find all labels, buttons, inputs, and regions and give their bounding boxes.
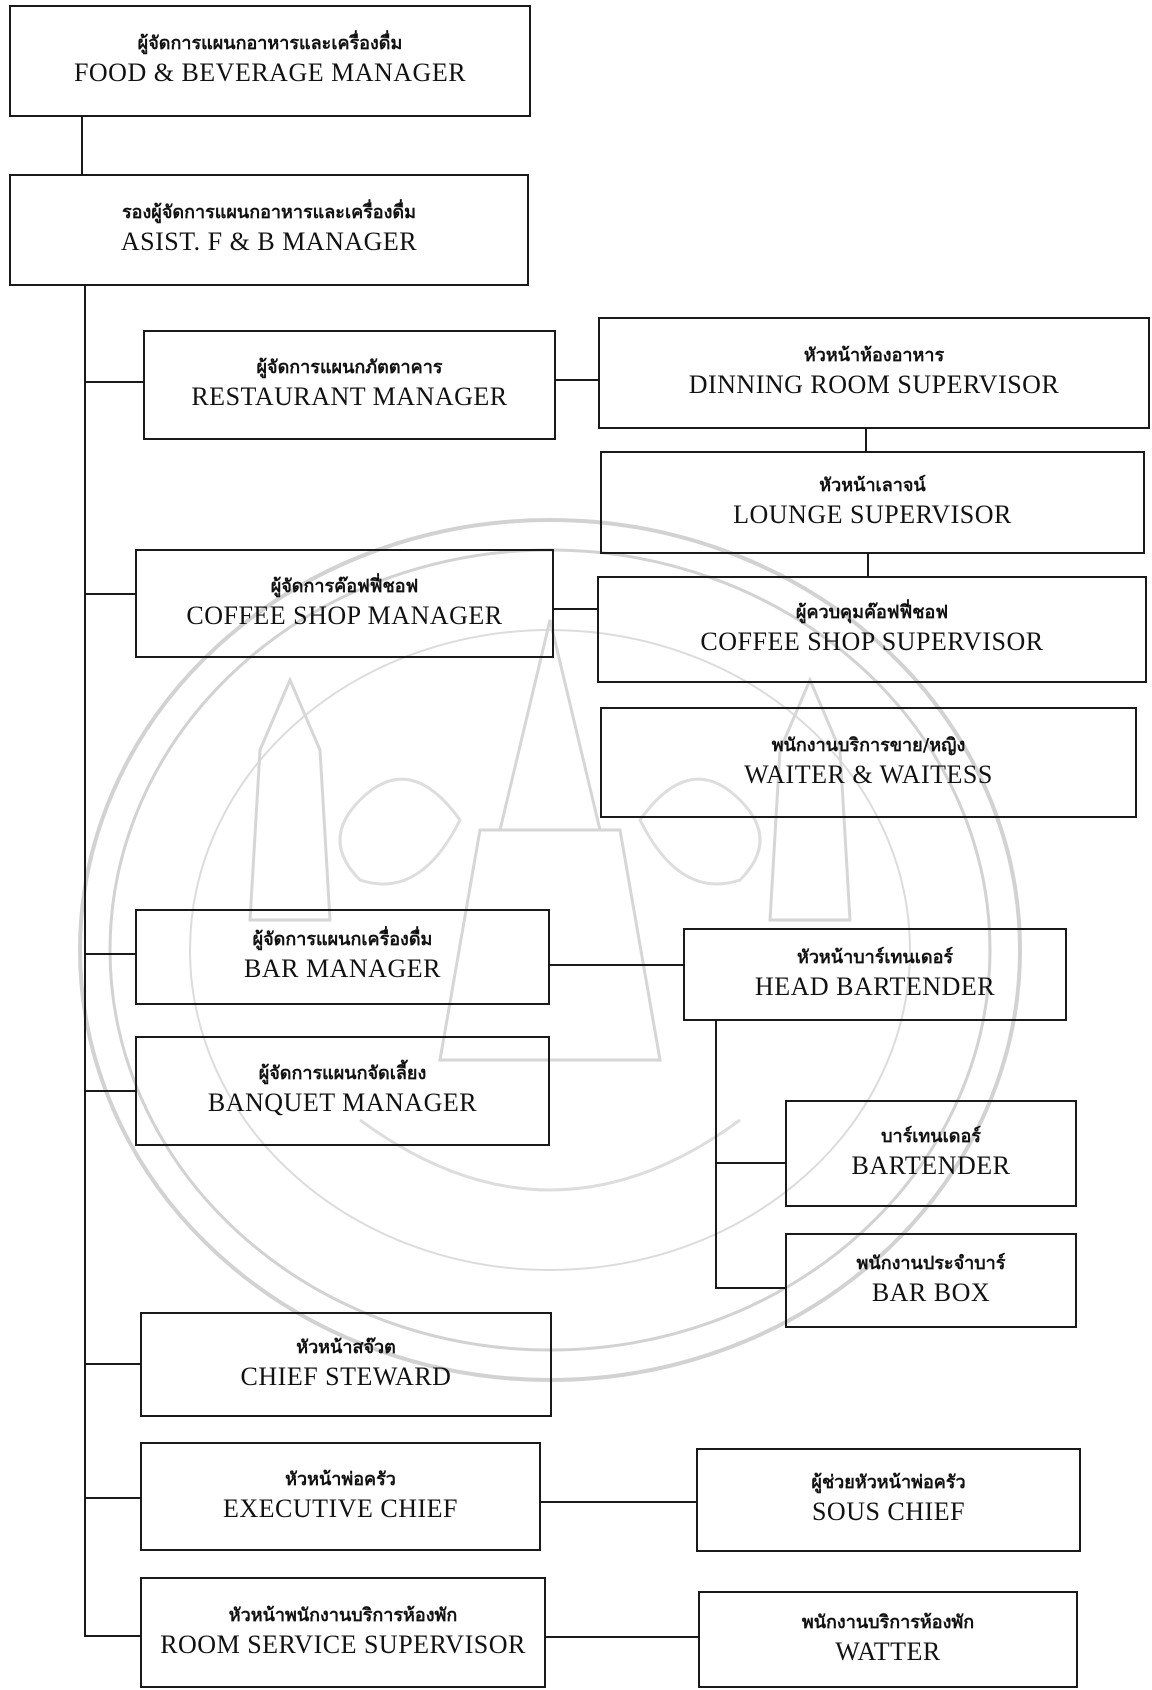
restaurant-manager-th: ผู้จัดการแผนกภัตตาคาร xyxy=(256,357,443,378)
connector-spine-restaurant xyxy=(84,381,144,383)
connector-to-bartender xyxy=(715,1162,785,1164)
room-service-supervisor-en: ROOM SERVICE SUPERVISOR xyxy=(160,1629,526,1659)
bar-box-en: BAR BOX xyxy=(871,1277,991,1307)
banquet-manager-en: BANQUET MANAGER xyxy=(207,1088,478,1117)
connector-fb-to-asst xyxy=(81,117,83,174)
connector-spine-room-service xyxy=(84,1635,140,1637)
head-bartender-en: HEAD BARTENDER xyxy=(754,971,996,1001)
box-coffee-shop-manager: ผู้จัดการค๊อฟฟี่ชอฟ COFFEE SHOP MANAGER xyxy=(135,549,554,658)
banquet-manager-th: ผู้จัดการแผนกจัดเลี้ยง xyxy=(258,1063,427,1084)
box-executive-chief: หัวหน้าพ่อครัว EXECUTIVE CHIEF xyxy=(140,1442,541,1551)
coffee-shop-supervisor-th: ผู้ควบคุมค๊อฟฟี่ชอฟ xyxy=(795,601,949,623)
connector-spine-banquet xyxy=(84,1090,136,1092)
connector-exec-sous xyxy=(541,1501,696,1503)
connector-main-spine xyxy=(84,286,86,1637)
box-bartender: บาร์เทนเดอร์ BARTENDER xyxy=(785,1100,1077,1207)
chief-steward-en: CHIEF STEWARD xyxy=(240,1361,452,1391)
waiter-waitess-th: พนักงานบริการขาย/หญิง xyxy=(771,734,966,756)
sous-chief-en: SOUS CHIEF xyxy=(811,1497,966,1526)
connector-spine-bar xyxy=(84,953,136,955)
box-sous-chief: ผู้ช่วยหัวหน้าพ่อครัว SOUS CHIEF xyxy=(696,1448,1081,1552)
connector-spine-exec-chief xyxy=(84,1497,140,1499)
dining-room-supervisor-en: DINNING ROOM SUPERVISOR xyxy=(688,370,1060,399)
box-asst-fb-manager: รองผู้จัดการแผนกอาหารและเครื่องดื่ม ASIS… xyxy=(9,174,529,286)
watter-en: WATTER xyxy=(835,1636,941,1666)
connector-dining-lounge xyxy=(865,429,867,451)
connector-coffee-mgr-sup xyxy=(554,608,598,610)
fb-manager-en: FOOD & BEVERAGE MANAGER xyxy=(73,58,467,87)
bartender-en: BARTENDER xyxy=(851,1150,1011,1180)
head-bartender-th: หัวหน้าบาร์เทนเดอร์ xyxy=(796,946,954,968)
box-head-bartender: หัวหน้าบาร์เทนเดอร์ HEAD BARTENDER xyxy=(683,928,1067,1021)
watter-th: พนักงานบริการห้องพัก xyxy=(801,1611,975,1633)
lounge-supervisor-th: หัวหน้าเลาจน์ xyxy=(819,474,926,496)
asst-fb-manager-th: รองผู้จัดการแผนกอาหารและเครื่องดื่ม xyxy=(122,202,416,223)
box-banquet-manager: ผู้จัดการแผนกจัดเลี้ยง BANQUET MANAGER xyxy=(135,1036,550,1146)
bar-manager-th: ผู้จัดการแผนกเครื่องดื่ม xyxy=(252,929,433,950)
connector-restaurant-dining xyxy=(556,379,599,381)
box-coffee-shop-supervisor: ผู้ควบคุมค๊อฟฟี่ชอฟ COFFEE SHOP SUPERVIS… xyxy=(597,576,1147,683)
bartender-th: บาร์เทนเดอร์ xyxy=(881,1125,981,1147)
sous-chief-th: ผู้ช่วยหัวหน้าพ่อครัว xyxy=(811,1472,966,1493)
executive-chief-th: หัวหน้าพ่อครัว xyxy=(285,1468,396,1490)
room-service-supervisor-th: หัวหน้าพนักงานบริการห้องพัก xyxy=(228,1604,458,1626)
connector-spine-coffee xyxy=(84,593,136,595)
box-bar-manager: ผู้จัดการแผนกเครื่องดื่ม BAR MANAGER xyxy=(135,909,550,1005)
coffee-shop-manager-en: COFFEE SHOP MANAGER xyxy=(186,600,503,630)
coffee-shop-manager-th: ผู้จัดการค๊อฟฟี่ชอฟ xyxy=(270,575,419,597)
connector-lounge-coffee-sup xyxy=(867,554,869,576)
asst-fb-manager-en: ASIST. F & B MANAGER xyxy=(120,227,418,256)
fb-manager-th: ผู้จัดการแผนกอาหารและเครื่องดื่ม xyxy=(137,33,403,54)
connector-bar-head-bartender xyxy=(550,964,685,966)
connector-head-bartender-spine xyxy=(715,1021,717,1287)
connector-room-service-watter xyxy=(546,1636,698,1638)
chief-steward-th: หัวหน้าสจ๊วต xyxy=(296,1336,396,1358)
lounge-supervisor-en: LOUNGE SUPERVISOR xyxy=(733,499,1012,529)
executive-chief-en: EXECUTIVE CHIEF xyxy=(223,1493,458,1523)
dining-room-supervisor-th: หัวหน้าห้องอาหาร xyxy=(803,345,945,366)
box-chief-steward: หัวหน้าสจ๊วต CHIEF STEWARD xyxy=(140,1312,552,1417)
box-watter: พนักงานบริการห้องพัก WATTER xyxy=(698,1591,1078,1688)
box-fb-manager: ผู้จัดการแผนกอาหารและเครื่องดื่ม FOOD & … xyxy=(9,5,531,117)
box-lounge-supervisor: หัวหน้าเลาจน์ LOUNGE SUPERVISOR xyxy=(600,451,1145,554)
box-bar-box: พนักงานประจำบาร์ BAR BOX xyxy=(785,1233,1077,1328)
box-restaurant-manager: ผู้จัดการแผนกภัตตาคาร RESTAURANT MANAGER xyxy=(143,330,556,440)
bar-manager-en: BAR MANAGER xyxy=(244,954,441,983)
bar-box-th: พนักงานประจำบาร์ xyxy=(856,1252,1006,1274)
waiter-waitess-en: WAITER & WAITESS xyxy=(744,759,993,789)
box-dining-room-supervisor: หัวหน้าห้องอาหาร DINNING ROOM SUPERVISOR xyxy=(598,317,1150,429)
coffee-shop-supervisor-en: COFFEE SHOP SUPERVISOR xyxy=(700,626,1044,656)
restaurant-manager-en: RESTAURANT MANAGER xyxy=(191,382,508,411)
connector-to-bar-box xyxy=(715,1287,785,1289)
box-room-service-supervisor: หัวหน้าพนักงานบริการห้องพัก ROOM SERVICE… xyxy=(140,1577,546,1688)
box-waiter-waitess: พนักงานบริการขาย/หญิง WAITER & WAITESS xyxy=(600,707,1137,818)
connector-spine-steward xyxy=(84,1363,140,1365)
